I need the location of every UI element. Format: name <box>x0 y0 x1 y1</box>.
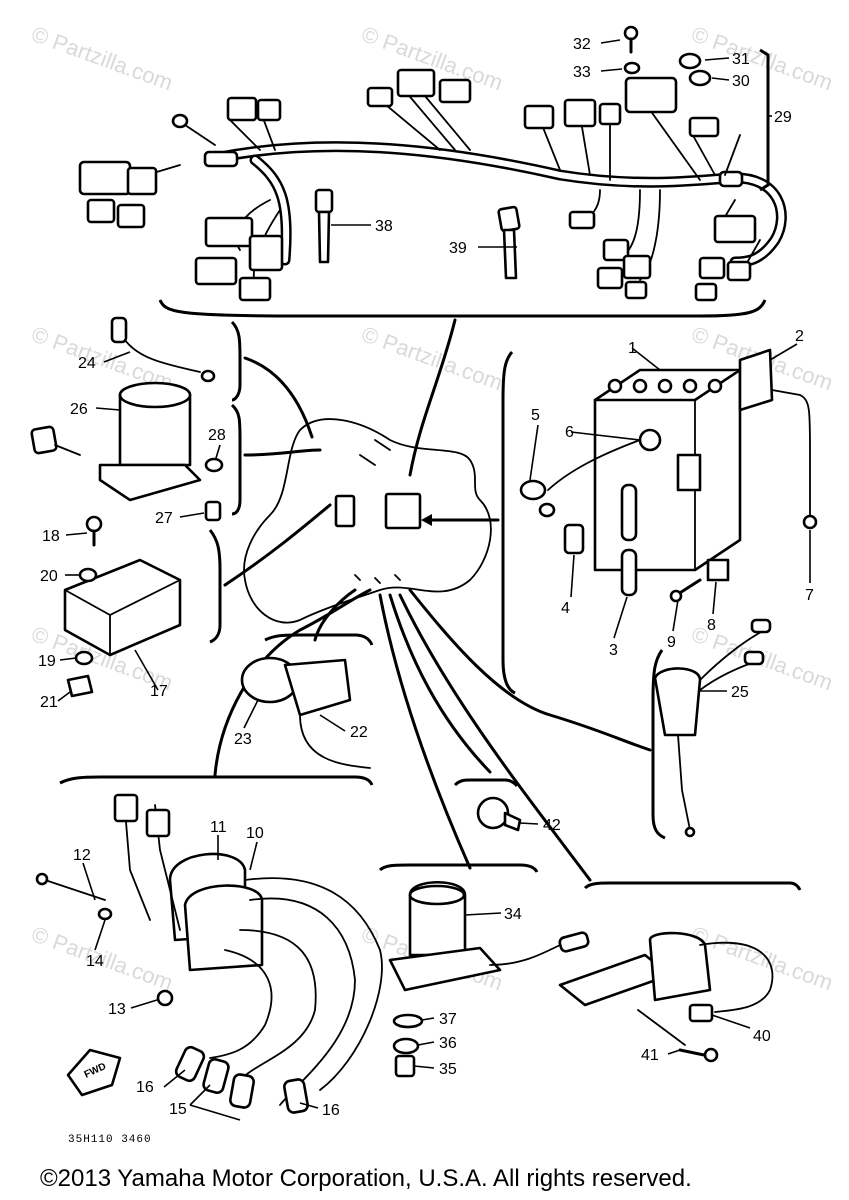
label-20: 20 <box>40 568 58 585</box>
label-32: 32 <box>573 36 591 53</box>
label-8: 8 <box>707 617 716 634</box>
label-18: 18 <box>42 528 60 545</box>
label-35: 35 <box>439 1061 457 1078</box>
watermark: © Partzilla.com <box>28 21 176 95</box>
connector-lines <box>213 318 652 882</box>
starter-relay <box>388 796 590 1078</box>
label-27: 27 <box>155 510 173 527</box>
label-38: 38 <box>375 218 393 235</box>
frame-outline <box>243 418 492 624</box>
label-33: 33 <box>573 64 591 81</box>
label-12: 12 <box>73 847 91 864</box>
label-21: 21 <box>40 694 58 711</box>
label-10: 10 <box>246 825 264 842</box>
wire-harness <box>78 25 787 318</box>
label-16: 16 <box>136 1079 154 1096</box>
label-34: 34 <box>504 906 522 923</box>
leader-lines <box>57 39 811 1121</box>
label-11: 11 <box>210 819 227 836</box>
label-19: 19 <box>38 653 56 670</box>
label-13: 13 <box>108 1001 126 1018</box>
label-30: 30 <box>732 73 750 90</box>
sensor-40 <box>558 618 774 1063</box>
part-labels: 1 2 3 4 5 6 7 8 9 10 11 12 13 14 15 16 1… <box>38 36 814 1119</box>
label-1: 1 <box>628 340 637 357</box>
label-5: 5 <box>531 407 540 424</box>
label-9: 9 <box>667 634 676 651</box>
label-3: 3 <box>609 642 618 659</box>
label-31: 31 <box>732 51 750 68</box>
label-16b: 16 <box>322 1102 340 1119</box>
label-23: 23 <box>234 731 252 748</box>
label-37: 37 <box>439 1011 457 1028</box>
label-2: 2 <box>795 328 804 345</box>
label-29: 29 <box>774 109 792 126</box>
label-40: 40 <box>753 1028 771 1045</box>
label-25: 25 <box>731 684 749 701</box>
drawing-code: 35H110 3460 <box>68 1134 152 1146</box>
label-24: 24 <box>78 355 96 372</box>
label-36: 36 <box>439 1035 457 1052</box>
label-7: 7 <box>805 587 814 604</box>
label-26: 26 <box>70 401 88 418</box>
label-15: 15 <box>169 1101 187 1118</box>
section-brackets <box>59 48 802 891</box>
label-41: 41 <box>641 1047 659 1064</box>
left-components <box>30 316 371 769</box>
label-6: 6 <box>565 424 574 441</box>
label-14: 14 <box>86 953 104 970</box>
watermark: © Partzilla.com <box>358 321 506 395</box>
label-42: 42 <box>543 817 561 834</box>
label-28: 28 <box>208 427 226 444</box>
watermark: © Partzilla.com <box>688 21 836 95</box>
label-22: 22 <box>350 724 368 741</box>
label-39: 39 <box>449 240 467 257</box>
ignition-coil-assembly: FWD <box>35 793 383 1114</box>
label-17: 17 <box>150 683 168 700</box>
battery-assembly <box>519 348 818 603</box>
label-4: 4 <box>561 600 570 617</box>
copyright-notice: ©2013 Yamaha Motor Corporation, U.S.A. A… <box>40 1165 692 1192</box>
